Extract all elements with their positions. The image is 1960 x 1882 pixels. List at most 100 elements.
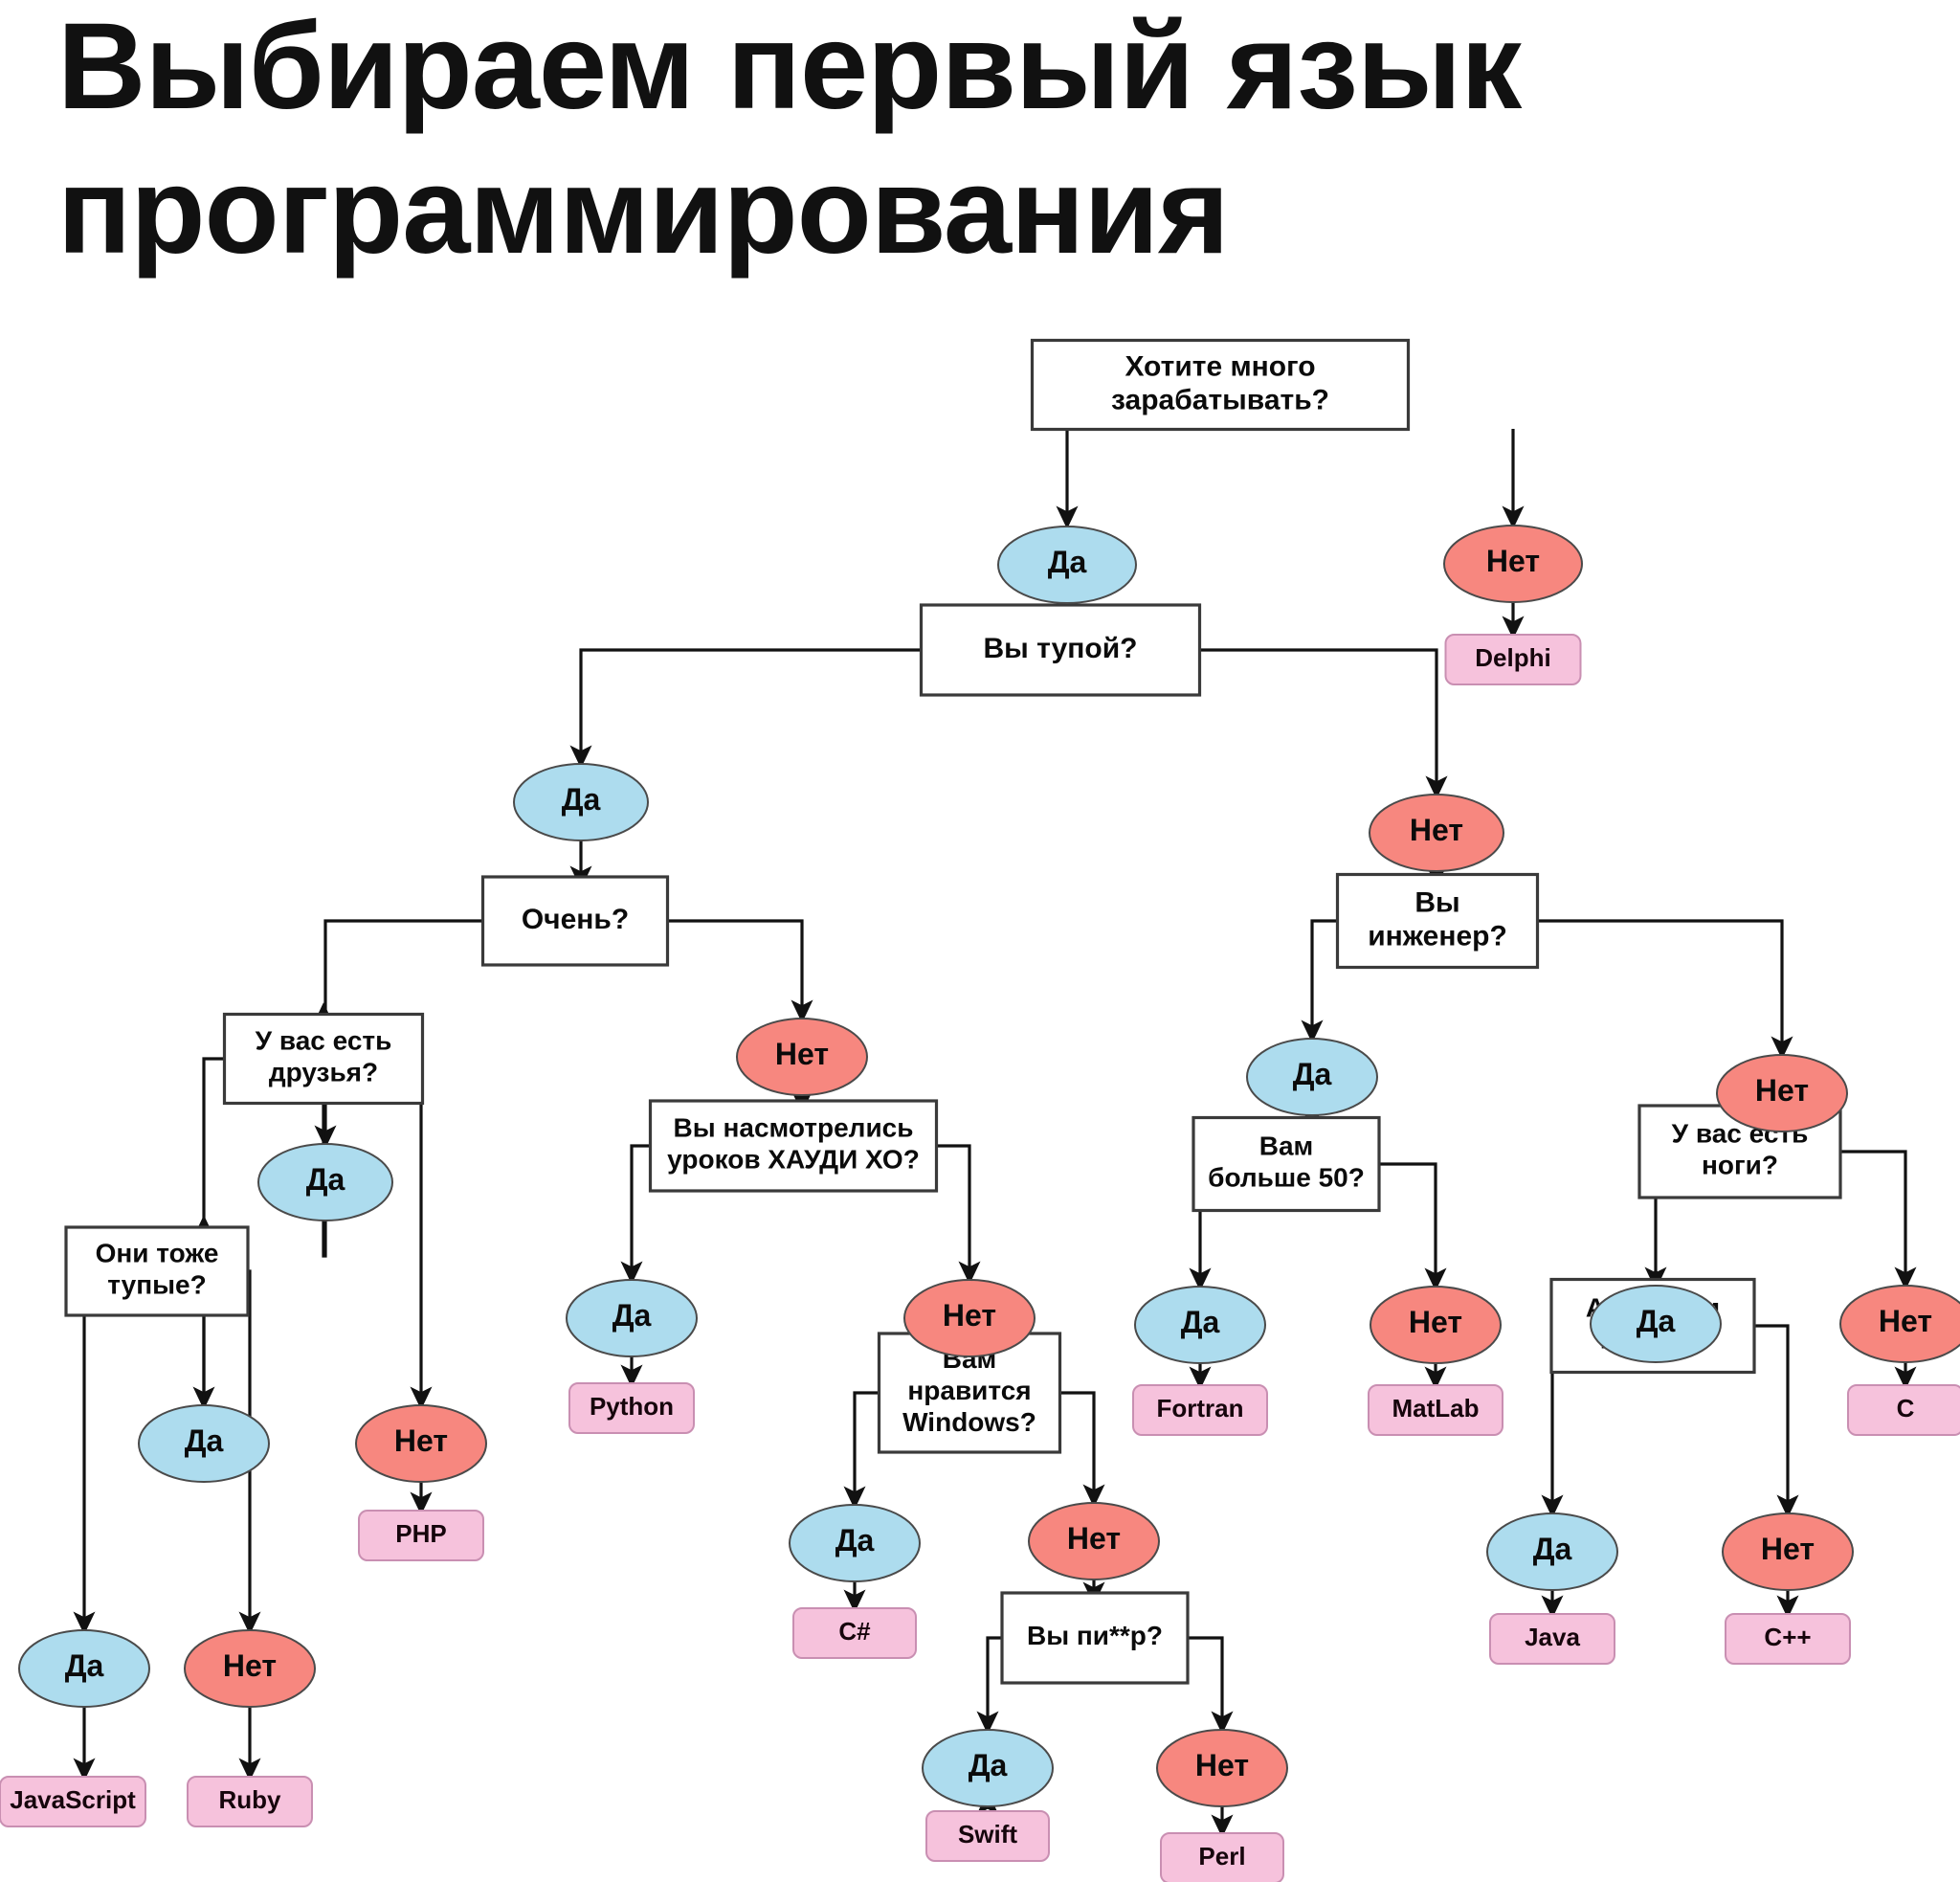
decision-node-e_dumb_no[interactable]: Нет bbox=[1369, 794, 1504, 872]
yes-ellipse bbox=[997, 526, 1137, 604]
decision-node-e_howdy_no[interactable]: Нет bbox=[903, 1279, 1036, 1357]
decision-node-e_alsodumb_yes[interactable]: Да bbox=[18, 1629, 150, 1708]
decision-node-e_windows_no[interactable]: Нет bbox=[1028, 1502, 1160, 1580]
decision-node-e_windows_yes[interactable]: Да bbox=[789, 1504, 921, 1582]
no-ellipse bbox=[1028, 1502, 1160, 1580]
decision-node-e_needlegs_yes[interactable]: Да bbox=[1486, 1512, 1618, 1591]
language-node-l_swift[interactable]: Swift bbox=[925, 1810, 1050, 1862]
decision-node-e_very_no[interactable]: Нет bbox=[736, 1018, 868, 1096]
decision-node-e_needlegs_no[interactable]: Нет bbox=[1722, 1512, 1854, 1591]
decision-node-e_howdy_yes[interactable]: Да bbox=[566, 1279, 698, 1357]
language-label-l_matlab: MatLab bbox=[1392, 1394, 1480, 1423]
decision-node-e_age50_yes[interactable]: Да bbox=[1134, 1286, 1266, 1364]
flow-edge-q_slur-to-e_slur_no bbox=[1188, 1636, 1234, 1735]
yes-ellipse bbox=[18, 1629, 150, 1708]
language-node-l_php[interactable]: PHP bbox=[358, 1510, 484, 1561]
language-node-l_python[interactable]: Python bbox=[568, 1382, 695, 1434]
decision-node-e_money_yes[interactable]: Да bbox=[997, 526, 1137, 604]
language-label-l_ruby: Ruby bbox=[219, 1785, 282, 1814]
no-ellipse bbox=[1839, 1285, 1960, 1363]
language-box bbox=[187, 1776, 313, 1827]
yes-ellipse bbox=[922, 1729, 1054, 1807]
decision-node-e_legs_no[interactable]: Нет bbox=[1839, 1285, 1960, 1363]
question-node-q_very[interactable]: Очень? bbox=[480, 875, 670, 967]
decision-label-e_eng_no: Нет bbox=[1755, 1073, 1809, 1108]
decision-node-e_dumb_yes[interactable]: Да bbox=[513, 763, 649, 841]
language-node-l_delphi[interactable]: Delphi bbox=[1444, 634, 1582, 685]
decision-label-e_legs_yes: Да bbox=[1637, 1304, 1676, 1338]
no-ellipse bbox=[1716, 1054, 1848, 1132]
flow-edge-q_legs-to-e_legs_no bbox=[1840, 1150, 1917, 1290]
decision-node-e_eng_no[interactable]: Нет bbox=[1716, 1054, 1848, 1132]
decision-label-e_alsodumb_no: Нет bbox=[223, 1648, 277, 1683]
decision-node-e_eng_yes[interactable]: Да bbox=[1246, 1038, 1378, 1116]
yes-ellipse bbox=[1246, 1038, 1378, 1116]
language-node-l_csharp[interactable]: C# bbox=[792, 1607, 917, 1659]
language-node-l_ruby[interactable]: Ruby bbox=[187, 1776, 313, 1827]
language-label-l_swift: Swift bbox=[958, 1820, 1017, 1848]
language-node-l_perl[interactable]: Perl bbox=[1160, 1832, 1284, 1882]
question-node-q_dumb[interactable]: Вы тупой? bbox=[919, 603, 1202, 697]
flow-edge-q_howdy-to-e_howdy_yes bbox=[620, 1144, 651, 1285]
language-node-l_js[interactable]: JavaScript bbox=[0, 1776, 146, 1827]
language-label-l_fortran: Fortran bbox=[1157, 1394, 1244, 1423]
flow-edge-q_slur-to-e_slur_yes bbox=[976, 1636, 1002, 1735]
question-box bbox=[480, 875, 670, 967]
no-ellipse bbox=[1722, 1512, 1854, 1591]
language-node-l_c[interactable]: C bbox=[1847, 1384, 1960, 1436]
no-ellipse bbox=[184, 1629, 316, 1708]
yes-ellipse bbox=[1486, 1512, 1618, 1591]
decision-label-e_eng_yes: Да bbox=[1293, 1057, 1332, 1091]
question-label-q_dumb: Вы тупой? bbox=[984, 633, 1138, 664]
decision-node-e_alsodumb_no[interactable]: Нет bbox=[184, 1629, 316, 1708]
decision-node-e_legs_yes[interactable]: Да bbox=[1590, 1285, 1722, 1363]
decision-label-e_very_yes: Да bbox=[306, 1162, 345, 1197]
decision-node-e_slur_no[interactable]: Нет bbox=[1156, 1729, 1288, 1807]
language-box bbox=[1132, 1384, 1268, 1436]
decision-node-e_friends_no[interactable]: Нет bbox=[355, 1404, 487, 1483]
decision-node-e_slur_yes[interactable]: Да bbox=[922, 1729, 1054, 1807]
language-node-l_fortran[interactable]: Fortran bbox=[1132, 1384, 1268, 1436]
language-node-l_java[interactable]: Java bbox=[1489, 1613, 1615, 1665]
decision-node-e_money_no[interactable]: Нет bbox=[1443, 525, 1583, 603]
decision-node-e_very_yes[interactable]: Да bbox=[257, 1143, 393, 1221]
flow-edge-q_alsodumb-to-e_alsodumb_yes bbox=[66, 1269, 96, 1635]
question-box bbox=[64, 1225, 250, 1317]
decision-label-e_alsodumb_yes: Да bbox=[65, 1648, 104, 1683]
decision-label-e_dumb_no: Нет bbox=[1410, 813, 1463, 847]
language-box bbox=[568, 1382, 695, 1434]
no-ellipse bbox=[355, 1404, 487, 1483]
no-ellipse bbox=[1443, 525, 1583, 603]
page-title: Выбираем первый язык программирования bbox=[57, 0, 1522, 280]
yes-ellipse bbox=[257, 1143, 393, 1221]
language-box bbox=[1847, 1384, 1960, 1436]
decision-node-e_age50_no[interactable]: Нет bbox=[1370, 1286, 1502, 1364]
language-node-l_cpp[interactable]: C++ bbox=[1725, 1613, 1851, 1665]
flow-edge-q_eng-to-e_eng_yes bbox=[1301, 919, 1338, 1043]
yes-ellipse bbox=[1590, 1285, 1722, 1363]
decision-node-e_friends_yes[interactable]: Да bbox=[138, 1404, 270, 1483]
flow-edge-q_eng-to-e_eng_no bbox=[1538, 919, 1793, 1060]
language-node-l_matlab[interactable]: MatLab bbox=[1368, 1384, 1503, 1436]
flow-edge-q_friends-to-e_friends_no bbox=[410, 1057, 433, 1410]
question-node-q_slur[interactable]: Вы пи**р? bbox=[1000, 1591, 1190, 1685]
no-ellipse bbox=[1370, 1286, 1502, 1364]
decision-label-e_money_no: Нет bbox=[1486, 544, 1540, 578]
yes-ellipse bbox=[789, 1504, 921, 1582]
